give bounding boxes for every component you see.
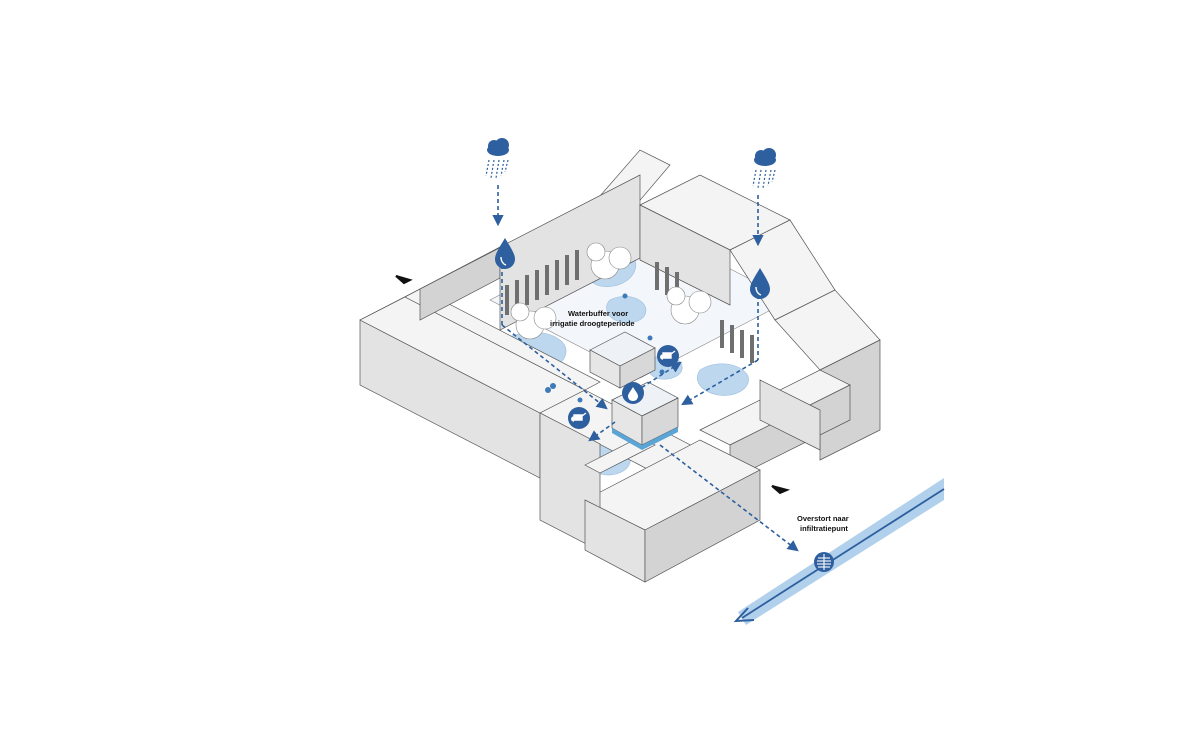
overflow-label-line2: infiltratiepunt xyxy=(800,524,848,533)
greenhouse-back xyxy=(589,331,656,389)
infiltration-point-icon xyxy=(814,552,834,572)
rain-cloud-icon xyxy=(485,138,509,179)
inner-facades xyxy=(505,250,754,363)
trees xyxy=(510,242,712,340)
overflow-label-line1: Overstort naar xyxy=(797,514,849,523)
water-drop-icon xyxy=(495,238,515,269)
watering-can-icon xyxy=(657,345,679,367)
planting-dots xyxy=(545,293,665,403)
water-buffer-label-line1: Waterbuffer voor xyxy=(568,309,628,318)
water-buffer-label-line2: irrigatie droogteperiode xyxy=(550,319,635,328)
building-right-wing xyxy=(699,289,881,481)
water-drop-badge-icon xyxy=(622,382,644,404)
rain-cloud-icon xyxy=(752,148,776,189)
greenhouse-front xyxy=(611,381,679,450)
entrance-arrow-icon xyxy=(395,275,413,285)
water-drop-icon xyxy=(750,268,770,299)
canal xyxy=(733,478,945,625)
watering-can-icon xyxy=(568,407,590,429)
entrance-arrow-icon xyxy=(771,485,791,495)
